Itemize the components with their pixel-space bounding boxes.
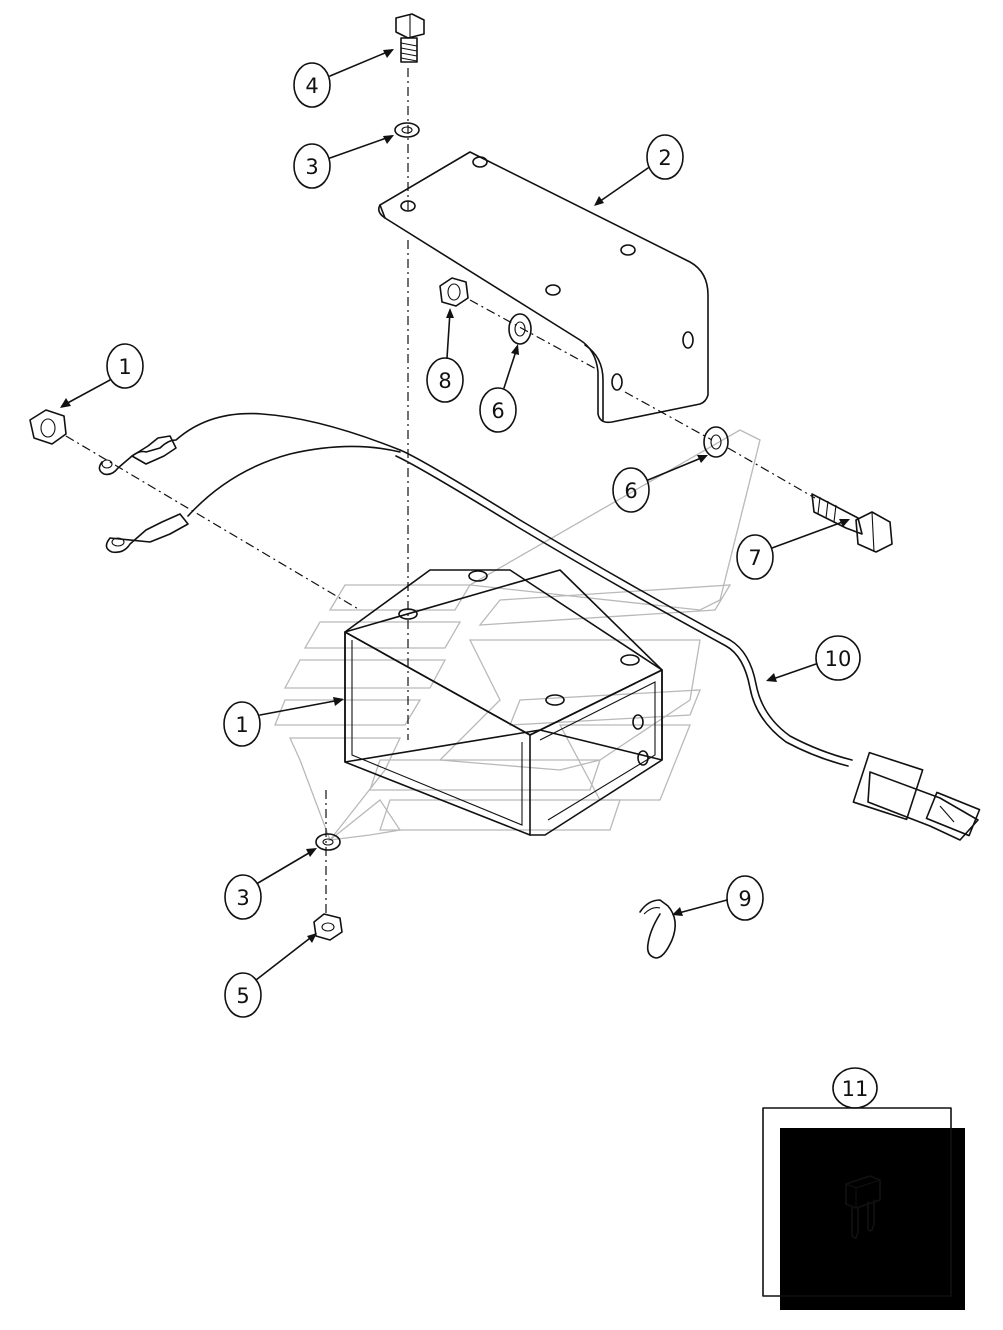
bolt-7-icon: [811, 493, 893, 553]
svg-text:1: 1: [118, 355, 131, 379]
assembly-axis-left: [65, 435, 361, 611]
svg-text:5: 5: [236, 984, 249, 1008]
fuse-inset: [762, 1107, 965, 1310]
washer-6-lower-icon: [703, 426, 729, 458]
svg-text:1: 1: [235, 713, 248, 737]
svg-text:6: 6: [491, 399, 504, 423]
bolt-top-icon: [395, 13, 425, 63]
callout-9: 9: [672, 875, 764, 921]
mounting-bracket-icon: [378, 151, 709, 424]
box-bracket-icon: [344, 569, 663, 836]
svg-text:11: 11: [842, 1077, 869, 1101]
svg-text:7: 7: [748, 546, 761, 570]
callout-2: 2: [594, 134, 684, 206]
callout-5: 5: [224, 933, 317, 1018]
svg-text:10: 10: [825, 647, 852, 671]
callout-8: 8: [426, 308, 464, 403]
nut-5-icon: [313, 913, 343, 941]
watermark-logo: [274, 429, 761, 842]
nut-8-icon: [439, 277, 469, 307]
callout-3-bottom: 3: [224, 848, 317, 920]
clip-icon: [639, 899, 676, 959]
svg-text:6: 6: [624, 479, 637, 503]
callout-10: 10: [766, 635, 861, 682]
wire-harness-icon: [98, 412, 981, 841]
washer-6-upper-icon: [508, 313, 532, 345]
svg-text:3: 3: [305, 155, 318, 179]
callout-1-left: 1: [60, 343, 144, 408]
assembly-axis-horizontal-3: [727, 447, 816, 499]
svg-text:4: 4: [305, 74, 318, 98]
assembly-axis-horizontal: [469, 299, 599, 371]
callout-1-middle: 1: [223, 697, 344, 747]
fuse-icon: [845, 1175, 881, 1239]
nut-1-left-icon: [29, 409, 67, 445]
svg-text:9: 9: [738, 887, 751, 911]
callout-3-top: 3: [293, 135, 394, 189]
callout-6-lower: 6: [612, 455, 708, 513]
assembly-axis-horizontal-2: [624, 391, 713, 441]
callout-4: 4: [293, 49, 394, 108]
svg-text:2: 2: [658, 146, 671, 170]
washer-top-icon: [394, 122, 420, 138]
callout-6-upper: 6: [479, 344, 519, 433]
svg-text:3: 3: [236, 886, 249, 910]
svg-text:8: 8: [438, 369, 451, 393]
washer-bottom-icon: [315, 833, 341, 851]
callout-7: 7: [736, 519, 850, 580]
callout-11: 11: [832, 1067, 878, 1109]
